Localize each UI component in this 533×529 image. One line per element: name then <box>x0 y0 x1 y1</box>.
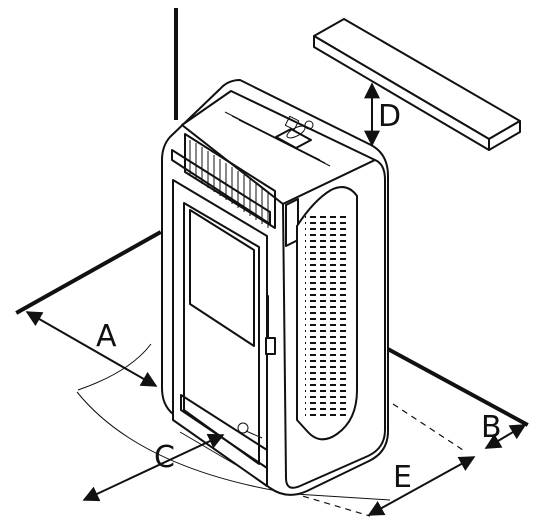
overhead-shelf <box>313 18 521 151</box>
top-grille <box>224 111 331 167</box>
shelf-end <box>488 120 521 151</box>
dimension-label-e: E <box>393 460 412 495</box>
stove-logo-badge <box>237 422 249 434</box>
dimension-b-arrow <box>484 424 527 449</box>
dimension-a-arrow <box>25 311 158 387</box>
side-vent-grille <box>305 214 349 418</box>
stove <box>161 79 389 496</box>
dimension-label-d: D <box>378 99 401 134</box>
control-knob <box>304 120 314 130</box>
front-clearance-base <box>294 493 391 501</box>
dimension-label-a: A <box>96 319 117 354</box>
dimension-labels: A B C D E <box>96 99 502 495</box>
wall-right-floor-line <box>383 345 529 427</box>
stove-logo-text-line <box>245 430 263 439</box>
front-vent-band <box>184 133 276 229</box>
stove-lower-trim <box>180 394 268 469</box>
door-handle <box>265 337 276 355</box>
power-button <box>286 125 306 139</box>
control-display <box>284 115 300 131</box>
shelf-top <box>313 18 521 140</box>
wall-left-floor-line <box>15 230 162 315</box>
stove-glass-window <box>189 209 255 347</box>
right-dashed-guide <box>392 403 467 453</box>
dimension-e-arrow <box>367 456 476 516</box>
front-vent-lines <box>189 140 269 228</box>
dimension-label-c: C <box>154 440 175 475</box>
dimension-label-b: B <box>481 410 502 445</box>
dimension-arrows <box>25 82 527 516</box>
dimension-c-arrow <box>82 433 225 502</box>
room-corner-lines <box>15 8 529 427</box>
